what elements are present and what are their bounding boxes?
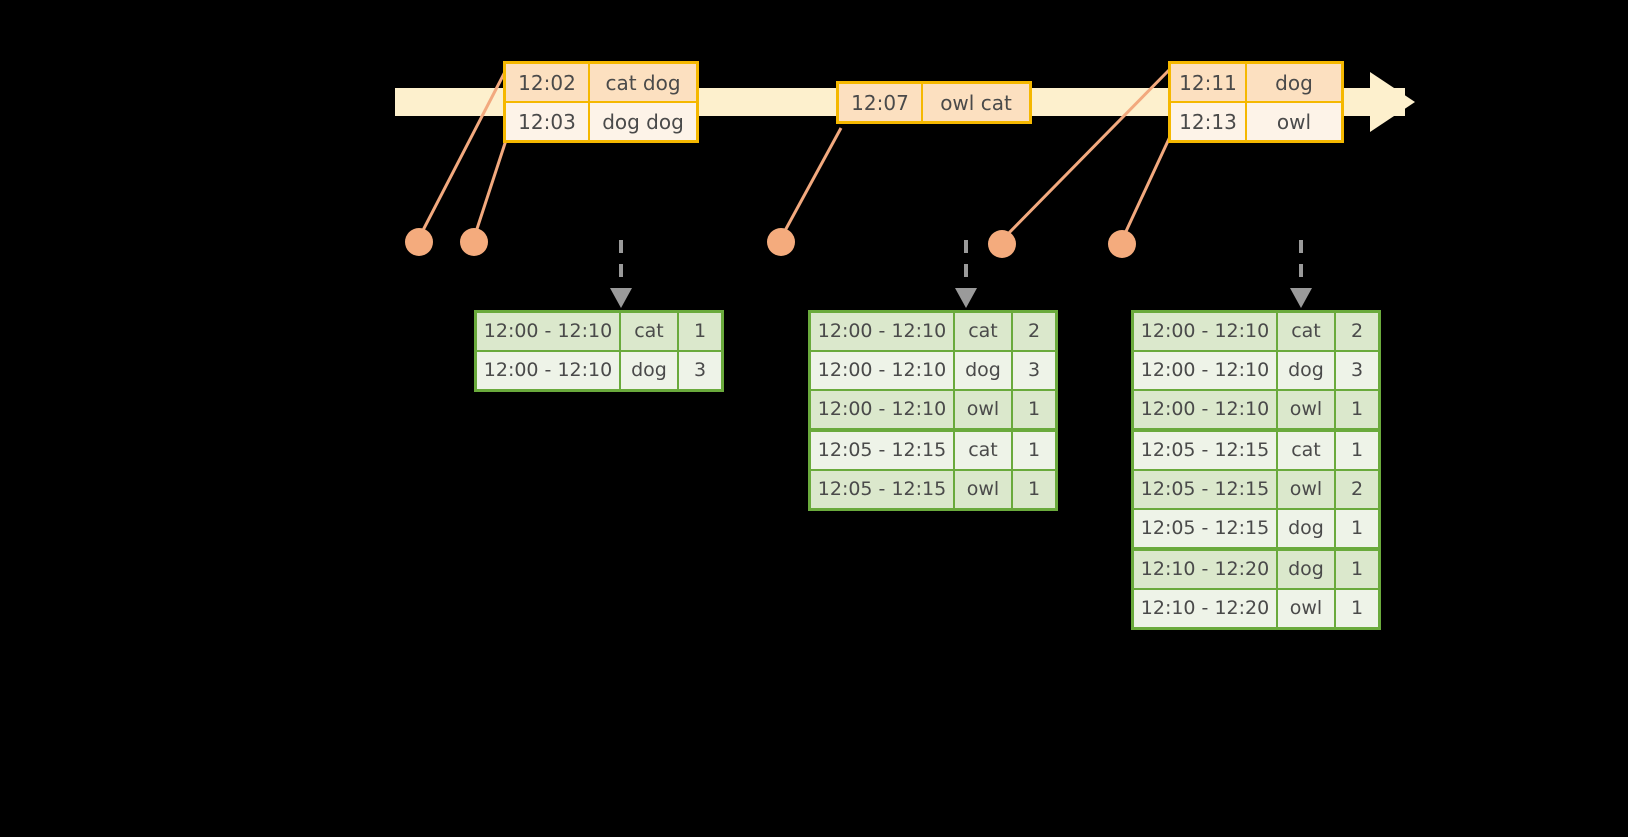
result-count: 1	[1013, 471, 1055, 508]
result-count: 2	[1336, 471, 1378, 508]
result-count: 3	[1336, 352, 1378, 389]
result-word: cat	[955, 313, 1013, 350]
table-row[interactable]: 12:10 - 12:20 owl 1	[1134, 590, 1378, 627]
result-window: 12:00 - 12:10	[1134, 313, 1278, 350]
timeline-event-group-1[interactable]: 12:02 cat dog 12:03 dog dog	[503, 61, 699, 143]
connector-line-2	[472, 127, 512, 239]
result-window: 12:10 - 12:20	[1134, 590, 1278, 627]
result-count: 2	[1336, 313, 1378, 350]
result-window: 12:05 - 12:15	[1134, 471, 1278, 508]
result-table-3[interactable]: 12:00 - 12:10 cat 2 12:00 - 12:10 dog 3 …	[1131, 310, 1381, 630]
timeline-event-group-3[interactable]: 12:11 dog 12:13 owl	[1168, 61, 1344, 143]
result-window: 12:00 - 12:10	[811, 391, 955, 428]
table-row[interactable]: 12:05 - 12:15 cat 1	[811, 432, 1055, 471]
result-count: 2	[1013, 313, 1055, 350]
watermark-dot-2	[460, 228, 488, 256]
event-time: 12:11	[1171, 64, 1247, 101]
result-word: owl	[955, 391, 1013, 428]
result-window: 12:00 - 12:10	[811, 313, 955, 350]
result-count: 1	[679, 313, 721, 350]
timeline-event-row[interactable]: 12:07 owl cat	[839, 84, 1029, 121]
event-words: owl cat	[923, 84, 1029, 121]
result-count: 1	[1013, 432, 1055, 469]
watermark-dot-1	[405, 228, 433, 256]
table-row[interactable]: 12:00 - 12:10 dog 3	[477, 352, 721, 389]
connector-line-5	[1120, 127, 1176, 241]
result-word: dog	[621, 352, 679, 389]
watermark-dot-3	[767, 228, 795, 256]
trigger-arrow-3	[1290, 240, 1312, 308]
result-count: 1	[1336, 590, 1378, 627]
result-word: owl	[1278, 391, 1336, 428]
trigger-arrow-1	[610, 240, 632, 308]
event-time: 12:02	[506, 64, 590, 101]
result-count: 1	[1336, 432, 1378, 469]
result-window: 12:05 - 12:15	[1134, 432, 1278, 469]
watermark-dot-4	[988, 230, 1016, 258]
result-window: 12:05 - 12:15	[811, 471, 955, 508]
event-words: dog dog	[590, 103, 696, 140]
timeline-event-row[interactable]: 12:03 dog dog	[506, 101, 696, 140]
result-count: 3	[1013, 352, 1055, 389]
timeline-event-row[interactable]: 12:13 owl	[1171, 101, 1341, 140]
result-window: 12:00 - 12:10	[1134, 352, 1278, 389]
table-row[interactable]: 12:00 - 12:10 cat 2	[1134, 313, 1378, 352]
result-window: 12:05 - 12:15	[811, 432, 955, 469]
connector-line-3	[779, 127, 843, 239]
result-window: 12:00 - 12:10	[477, 352, 621, 389]
watermark-dot-5	[1108, 230, 1136, 258]
result-window: 12:05 - 12:15	[1134, 510, 1278, 547]
result-window: 12:00 - 12:10	[811, 352, 955, 389]
result-window: 12:10 - 12:20	[1134, 551, 1278, 588]
result-word: owl	[1278, 590, 1336, 627]
result-word: cat	[955, 432, 1013, 469]
result-word: owl	[955, 471, 1013, 508]
table-row[interactable]: 12:10 - 12:20 dog 1	[1134, 551, 1378, 590]
timeline-event-group-2[interactable]: 12:07 owl cat	[836, 81, 1032, 124]
event-words: dog	[1247, 64, 1341, 101]
result-word: dog	[1278, 510, 1336, 547]
result-count: 3	[679, 352, 721, 389]
timeline-event-row[interactable]: 12:11 dog	[1171, 64, 1341, 101]
event-words: owl	[1247, 103, 1341, 140]
event-time: 12:07	[839, 84, 923, 121]
result-count: 1	[1336, 391, 1378, 428]
result-count: 1	[1013, 391, 1055, 428]
result-word: cat	[1278, 313, 1336, 350]
timeline-event-row[interactable]: 12:02 cat dog	[506, 64, 696, 101]
result-table-2[interactable]: 12:00 - 12:10 cat 2 12:00 - 12:10 dog 3 …	[808, 310, 1058, 511]
table-row[interactable]: 12:05 - 12:15 owl 1	[811, 471, 1055, 508]
table-row[interactable]: 12:05 - 12:15 cat 1	[1134, 432, 1378, 471]
result-word: cat	[621, 313, 679, 350]
result-word: dog	[955, 352, 1013, 389]
table-row[interactable]: 12:00 - 12:10 owl 1	[1134, 391, 1378, 432]
table-row[interactable]: 12:05 - 12:15 dog 1	[1134, 510, 1378, 551]
event-time: 12:13	[1171, 103, 1247, 140]
table-row[interactable]: 12:00 - 12:10 cat 1	[477, 313, 721, 352]
table-row[interactable]: 12:00 - 12:10 cat 2	[811, 313, 1055, 352]
table-row[interactable]: 12:00 - 12:10 dog 3	[811, 352, 1055, 391]
trigger-arrow-2	[955, 240, 977, 308]
result-count: 1	[1336, 551, 1378, 588]
event-words: cat dog	[590, 64, 696, 101]
table-row[interactable]: 12:00 - 12:10 dog 3	[1134, 352, 1378, 391]
table-row[interactable]: 12:05 - 12:15 owl 2	[1134, 471, 1378, 510]
result-word: owl	[1278, 471, 1336, 508]
result-word: cat	[1278, 432, 1336, 469]
event-time: 12:03	[506, 103, 590, 140]
result-window: 12:00 - 12:10	[1134, 391, 1278, 428]
table-row[interactable]: 12:00 - 12:10 owl 1	[811, 391, 1055, 432]
result-word: dog	[1278, 352, 1336, 389]
result-table-1[interactable]: 12:00 - 12:10 cat 1 12:00 - 12:10 dog 3	[474, 310, 724, 392]
result-word: dog	[1278, 551, 1336, 588]
result-window: 12:00 - 12:10	[477, 313, 621, 350]
result-count: 1	[1336, 510, 1378, 547]
